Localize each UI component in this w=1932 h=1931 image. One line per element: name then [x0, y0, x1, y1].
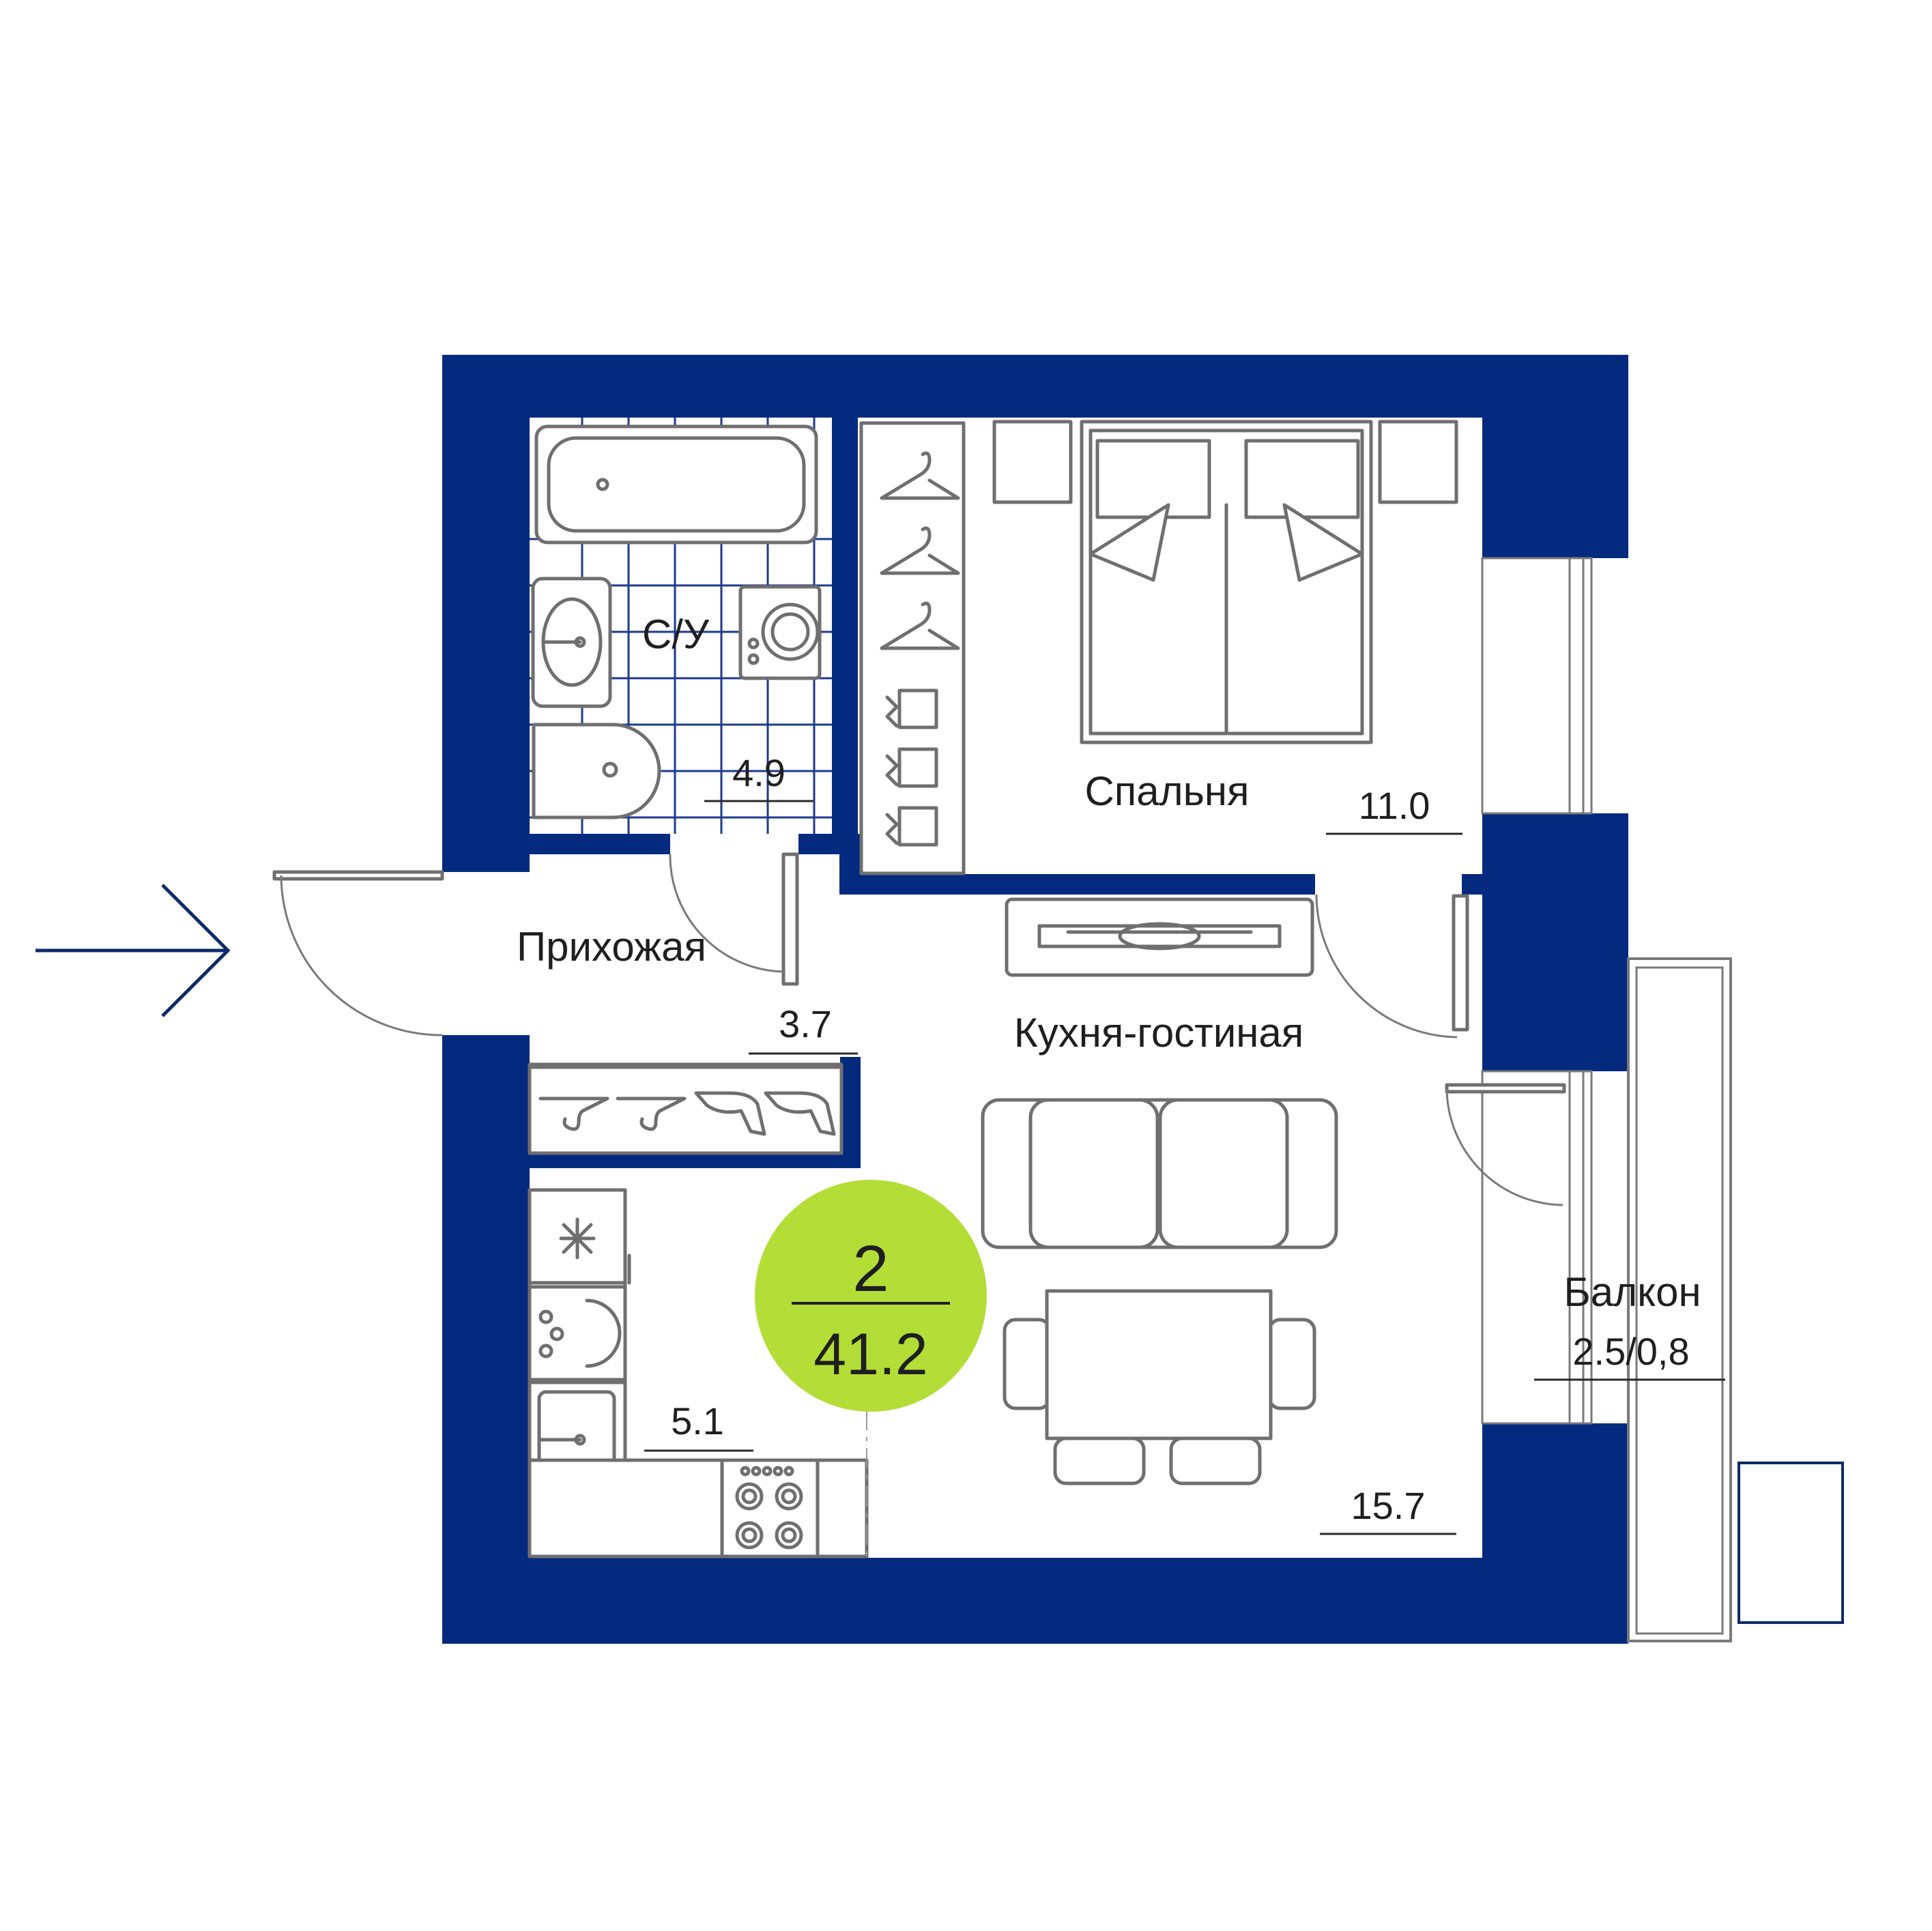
arrow-right-icon [35, 884, 231, 1017]
windows [1481, 557, 1593, 1425]
balcony [1627, 957, 1844, 1642]
nightstand [1378, 420, 1458, 504]
hanger-icon [880, 451, 960, 500]
room-label-bedroom: Спальня [1084, 768, 1249, 814]
room-area-kitchen: 5.1 [671, 1399, 724, 1442]
kitchen-furniture [528, 1180, 869, 1563]
folded-clothes-icon [885, 747, 938, 788]
room-area-hallway: 3.7 [779, 1002, 832, 1045]
living-furniture [981, 1098, 1338, 1485]
tv-stand-icon [1005, 897, 1314, 977]
dishwasher-icon [528, 1285, 627, 1382]
room-label-hallway: Прихожая [517, 924, 706, 970]
bathtub-icon [534, 424, 818, 545]
hanger-icon [538, 1097, 609, 1131]
walls [442, 355, 1628, 1644]
snowflake-icon [559, 1217, 596, 1260]
room-label-living: Кухня-гостиная [1014, 1010, 1303, 1056]
badge-circle [755, 1180, 987, 1412]
room-area-living: 15.7 [1351, 1484, 1426, 1527]
summary-badge: 2 41.2 [755, 1180, 987, 1412]
nightstand [992, 420, 1073, 504]
shoe-icon [764, 1091, 836, 1136]
rooms-count: 2 [852, 1232, 889, 1305]
doors [272, 852, 1566, 1206]
room-area-bathroom: 4.9 [732, 751, 785, 794]
wardrobe [859, 421, 966, 875]
hanger-icon [880, 601, 960, 650]
room-area-balcony: 2.5/0,8 [1572, 1330, 1689, 1373]
shoe-icon [694, 1091, 766, 1136]
room-area-bedroom: 11.0 [1359, 784, 1430, 827]
folded-clothes-icon [885, 688, 938, 729]
hanger-icon [880, 526, 960, 575]
bedroom-furniture [992, 420, 1458, 744]
hallway-closet [528, 1062, 844, 1155]
washing-machine-icon [738, 585, 822, 680]
total-area: 41.2 [813, 1322, 927, 1387]
stove-icon [720, 1458, 820, 1558]
dining-table [1045, 1289, 1273, 1440]
bathroom [530, 418, 832, 834]
hanger-icon [616, 1097, 687, 1131]
toilet-icon [532, 723, 661, 819]
bed-icon [1080, 420, 1373, 744]
room-label-bathroom: С/У [642, 611, 710, 657]
room-label-balcony: Балкон [1563, 1269, 1701, 1315]
sofa-icon [981, 1098, 1338, 1249]
dining-chair-icon [1003, 1318, 1316, 1485]
folded-clothes-icon [885, 806, 938, 847]
sink-icon [531, 577, 612, 708]
